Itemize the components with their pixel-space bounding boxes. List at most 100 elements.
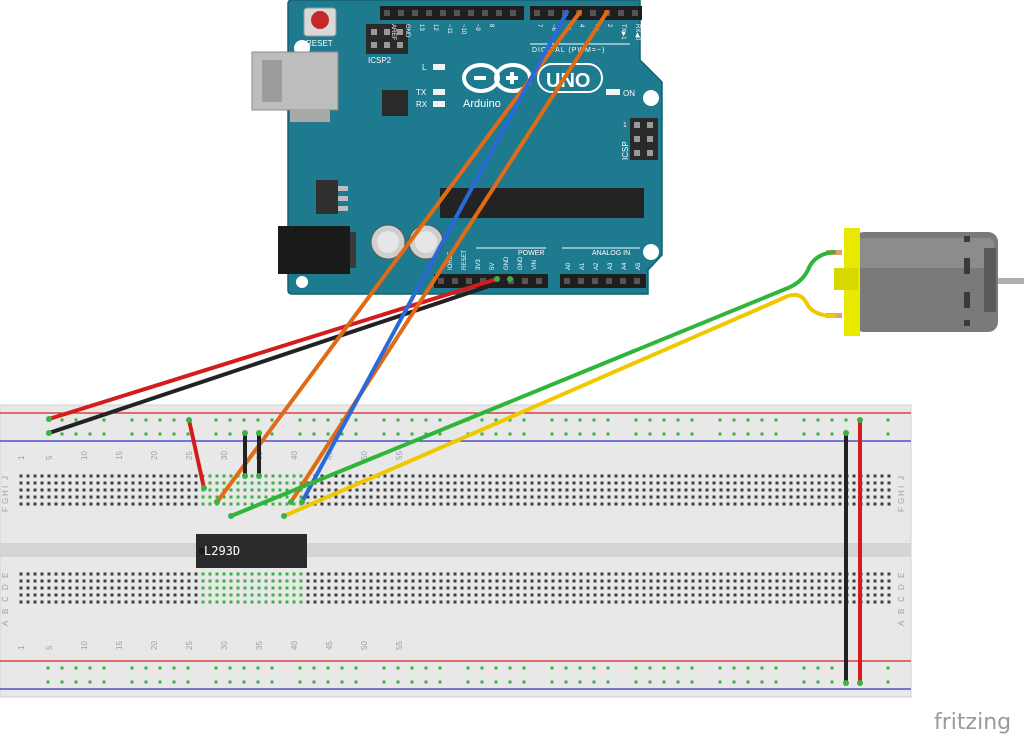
bb-hole	[873, 579, 877, 583]
bb-hole	[719, 593, 723, 597]
bb-hole	[166, 586, 170, 590]
bb-hole	[222, 481, 226, 485]
bb-hole	[292, 600, 296, 604]
bb-hole	[523, 495, 527, 499]
bb-hole	[670, 495, 674, 499]
bb-hole	[530, 586, 534, 590]
bb-hole	[803, 488, 807, 492]
bb-hole	[173, 593, 177, 597]
bb-hole	[495, 502, 499, 506]
bb-hole	[117, 488, 121, 492]
analog-header	[560, 274, 646, 288]
rail-hole	[522, 666, 526, 670]
bb-hole	[488, 600, 492, 604]
bb-hole	[488, 481, 492, 485]
rail-hole	[144, 666, 148, 670]
bb-hole	[432, 481, 436, 485]
bb-hole	[194, 572, 198, 576]
bb-hole	[838, 579, 842, 583]
bb-hole	[712, 593, 716, 597]
rail-hole	[578, 666, 582, 670]
bb-hole	[481, 481, 485, 485]
rail-hole	[46, 680, 50, 684]
bb-hole	[187, 481, 191, 485]
rail-hole	[144, 432, 148, 436]
bb-hole	[187, 495, 191, 499]
bb-hole	[544, 572, 548, 576]
bb-hole	[831, 488, 835, 492]
bb-hole	[383, 495, 387, 499]
bb-hole	[257, 481, 261, 485]
bb-hole	[565, 593, 569, 597]
bb-hole	[607, 481, 611, 485]
bb-hole	[824, 579, 828, 583]
bb-hole	[614, 502, 618, 506]
rail-hole	[172, 666, 176, 670]
bb-hole	[775, 495, 779, 499]
bb-hole	[838, 502, 842, 506]
pin-label: IOREF	[448, 251, 454, 270]
bb-hole	[131, 488, 135, 492]
bb-hole	[369, 488, 373, 492]
row-letter: H	[897, 490, 906, 496]
rail-hole	[74, 680, 78, 684]
bb-hole	[537, 481, 541, 485]
bb-hole	[257, 572, 261, 576]
bb-hole	[866, 481, 870, 485]
bb-hole	[82, 495, 86, 499]
bb-hole	[782, 572, 786, 576]
bb-hole	[691, 495, 695, 499]
bb-hole	[600, 495, 604, 499]
rail-hole	[760, 680, 764, 684]
bb-hole	[663, 481, 667, 485]
bb-hole	[705, 579, 709, 583]
bb-hole	[47, 495, 51, 499]
bb-hole	[201, 586, 205, 590]
bb-hole	[607, 474, 611, 478]
bb-hole	[278, 474, 282, 478]
bb-hole	[474, 495, 478, 499]
bb-hole	[600, 488, 604, 492]
bb-hole	[117, 579, 121, 583]
bb-hole	[558, 495, 562, 499]
bb-hole	[404, 586, 408, 590]
bb-hole	[299, 495, 303, 499]
column-number: 15	[115, 641, 124, 650]
bb-hole	[250, 579, 254, 583]
column-number: 20	[150, 641, 159, 650]
rail-hole	[578, 418, 582, 422]
bb-hole	[145, 481, 149, 485]
bb-hole	[460, 474, 464, 478]
bb-hole	[285, 600, 289, 604]
bb-hole	[565, 495, 569, 499]
bb-hole	[229, 488, 233, 492]
bb-hole	[467, 474, 471, 478]
bb-hole	[579, 495, 583, 499]
bb-hole	[691, 474, 695, 478]
bb-hole	[803, 481, 807, 485]
bb-hole	[593, 593, 597, 597]
bb-hole	[159, 495, 163, 499]
bb-hole	[40, 579, 44, 583]
pin-label: GND	[504, 256, 510, 270]
bb-hole	[250, 593, 254, 597]
bb-hole	[649, 474, 653, 478]
bb-hole	[523, 474, 527, 478]
bb-hole	[691, 579, 695, 583]
bb-hole	[817, 495, 821, 499]
bb-hole	[586, 474, 590, 478]
bb-hole	[243, 593, 247, 597]
bb-hole	[579, 502, 583, 506]
bb-hole	[26, 572, 30, 576]
bb-hole	[880, 474, 884, 478]
bb-hole	[201, 502, 205, 506]
rail-hole	[718, 680, 722, 684]
bb-hole	[586, 572, 590, 576]
bb-hole	[551, 586, 555, 590]
row-letter: F	[1, 507, 10, 512]
bb-hole	[383, 579, 387, 583]
bb-hole	[292, 481, 296, 485]
bb-hole	[572, 495, 576, 499]
bb-hole	[446, 481, 450, 485]
reset-button[interactable]	[303, 7, 337, 37]
